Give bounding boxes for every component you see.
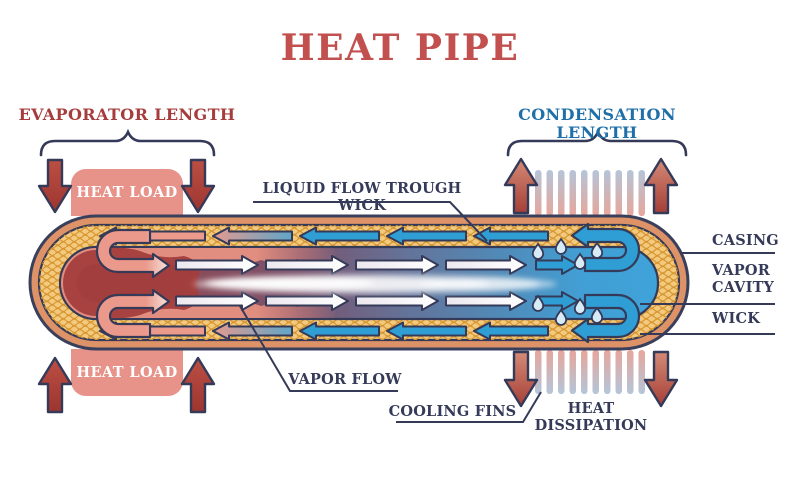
liquid-flow-arrow block-flow-arrow-icon: [473, 226, 549, 246]
condensate-droplets: [531, 237, 604, 326]
wick-label: WICK: [712, 310, 761, 327]
condensate-droplet-icon: [531, 294, 545, 312]
cooling-fin-bar-icon: [581, 350, 588, 394]
vapor-flow-arrow block-flow-arrow-icon: [265, 255, 349, 275]
cooling-fin-bar-icon: [615, 350, 622, 394]
heat-load-arrow-up red-block-arrow-icon: [37, 356, 73, 414]
cooling-fins-label: COOLING FINS: [388, 403, 517, 420]
u-turn-arrow-bottom-left u-turn-arrow-icon: [95, 288, 171, 339]
heat-flow-arrows: [37, 157, 679, 414]
vapor-flow-arrow block-flow-arrow-icon: [445, 291, 527, 311]
cooling-fin-bar-icon: [638, 170, 645, 216]
cooling-fin-bar-icon: [558, 350, 565, 394]
cooling-fin-bar-icon: [546, 170, 553, 216]
u-turn-arrow-bottom-right u-turn-arrow-icon: [570, 293, 641, 344]
casing-label: CASING: [712, 232, 779, 249]
heat-load-arrow-down red-block-arrow-icon: [180, 158, 216, 214]
u-turn-arrows: [95, 222, 641, 344]
cooling-fin-bar-icon: [581, 170, 588, 216]
heat-dissipation-label: HEAT DISSIPATION: [534, 400, 648, 434]
cooling-fins-bottom: [535, 350, 645, 394]
heat-load-label: HEAT LOAD: [76, 184, 178, 201]
condensation-length-label: CONDENSATION LENGTH: [518, 105, 676, 143]
heat-load-label: HEAT LOAD: [76, 364, 178, 381]
cooling-fin-bar-icon: [569, 350, 576, 394]
heat-dissipation-arrow-down red-block-arrow-icon: [643, 350, 679, 408]
liquid-flow-arrow block-flow-arrow-icon: [386, 226, 467, 246]
cooling-fin-bar-icon: [627, 170, 634, 216]
page-title: HEAT PIPE: [280, 27, 520, 69]
condensate-droplet-icon: [554, 308, 568, 326]
condensate-droplet-icon: [590, 241, 604, 259]
cooling-fin-bar-icon: [604, 170, 611, 216]
cooling-fin-bar-icon: [535, 170, 542, 216]
condensate-droplet-icon: [531, 242, 545, 260]
cooling-fin-bar-icon: [627, 350, 634, 394]
condensation-brace curly-brace-icon: [506, 128, 688, 157]
liquid-flow-arrow block-flow-arrow-icon: [212, 226, 293, 246]
condensate-droplet-icon: [590, 306, 604, 324]
vapor-flow-label: VAPOR FLOW: [288, 371, 402, 388]
liquid-flow-arrow block-flow-arrow-icon: [299, 226, 380, 246]
cooling-fin-bar-icon: [638, 350, 645, 394]
liquid-flow-arrow block-flow-arrow-icon: [212, 321, 293, 341]
cooling-fin-bar-icon: [569, 170, 576, 216]
cooling-fins-leader: [396, 391, 542, 423]
liquid-flow-arrow block-flow-arrow-icon: [473, 321, 549, 341]
cooling-fins-top: [535, 170, 645, 216]
vapor-cavity-label: VAPOR CAVITY: [712, 262, 775, 296]
vapor-cloud: [193, 274, 557, 294]
cooling-fin-bar-icon: [615, 170, 622, 216]
vapor-flow-arrow block-flow-arrow-icon: [445, 255, 527, 275]
condensate-droplet-icon: [573, 252, 587, 270]
cooling-fin-bar-icon: [604, 350, 611, 394]
callout-leader-lines: [239, 201, 775, 423]
condensate-droplet-icon: [554, 237, 568, 255]
vapor-flow-arrow block-flow-arrow-icon: [355, 255, 439, 275]
liquid-flow-label: LIQUID FLOW TROUGH WICK: [262, 180, 462, 214]
vapor-flow-arrow block-flow-arrow-icon: [535, 255, 579, 275]
heat-dissipation-arrow-up red-block-arrow-icon: [503, 157, 539, 215]
evaporator-brace curly-brace-icon: [39, 128, 216, 157]
liquid-flow-arrow block-flow-arrow-icon: [386, 321, 467, 341]
cooling-fin-bar-icon: [546, 350, 553, 394]
liquid-flow-leader: [253, 201, 488, 242]
cooling-fin-bar-icon: [535, 350, 542, 394]
condensate-droplet-icon: [573, 297, 587, 315]
cooling-fin-bar-icon: [558, 170, 565, 216]
heat-load-arrow-down red-block-arrow-icon: [37, 158, 73, 214]
vapor-flow-arrow block-flow-arrow-icon: [175, 255, 259, 275]
cooling-fin-bar-icon: [592, 170, 599, 216]
heat-dissipation-arrow-up red-block-arrow-icon: [643, 157, 679, 215]
cooling-fin-bar-icon: [592, 350, 599, 394]
liquid-flow-arrow block-flow-arrow-icon: [299, 321, 380, 341]
heat-load-box-bottom: HEAT LOAD: [71, 349, 183, 396]
heat-dissipation-arrow-down red-block-arrow-icon: [503, 350, 539, 408]
evaporator-length-label: EVAPORATOR LENGTH: [18, 105, 236, 124]
heat-load-box-top: HEAT LOAD: [71, 169, 183, 216]
vapor-flow-leader: [239, 305, 398, 392]
u-turn-arrow-top-left u-turn-arrow-icon: [95, 228, 171, 279]
heat-load-arrow-up red-block-arrow-icon: [180, 356, 216, 414]
u-turn-arrow-top-right u-turn-arrow-icon: [570, 222, 641, 273]
